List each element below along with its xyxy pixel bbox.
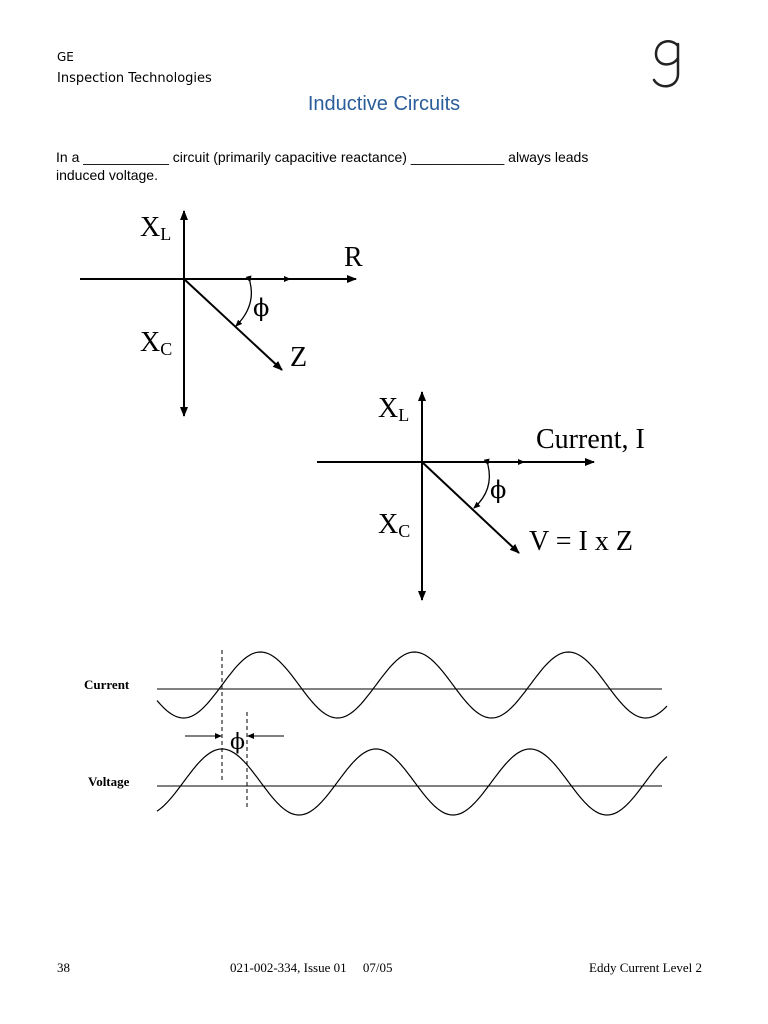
d2-xl-label: XL <box>378 393 409 425</box>
footer-doc-ref: 021-002-334, Issue 01 07/05 <box>230 960 393 975</box>
page-title: Inductive Circuits <box>307 93 461 115</box>
d2-xc-label: XC <box>378 509 410 541</box>
impedance-diagram-1: XL XC R Z ϕ <box>80 210 363 417</box>
footer-course: Eddy Current Level 2 <box>589 960 702 975</box>
d1-z-vector <box>183 278 283 371</box>
voltage-wave <box>156 748 668 816</box>
voltage-wave-label: Voltage <box>88 774 130 789</box>
body-line-2: induced voltage. <box>56 167 158 183</box>
phase-phi-label: ϕ <box>230 730 245 755</box>
d1-phi-label: ϕ <box>253 294 269 322</box>
company-name: GE <box>57 50 74 64</box>
d1-xl-label: XL <box>140 212 171 244</box>
d2-phi-arc <box>473 458 491 509</box>
d1-phi-arc <box>235 275 253 327</box>
body-line-1: In a ___________ circuit (primarily capa… <box>56 149 589 165</box>
ge-logo-icon <box>652 40 680 88</box>
current-wave <box>156 651 668 719</box>
d1-xc-label: XC <box>140 327 172 359</box>
d1-z-label: Z <box>290 342 307 373</box>
d2-v-vector <box>421 461 520 554</box>
d2-voltage-label: V = I x Z <box>529 526 633 557</box>
division-name: Inspection Technologies <box>57 71 212 86</box>
impedance-diagram-2: XL XC Current, I V = I x Z ϕ <box>317 391 645 601</box>
d2-phi-label: ϕ <box>490 476 506 504</box>
d1-r-label: R <box>344 242 363 273</box>
body-paragraph: In a ___________ circuit (primarily capa… <box>56 148 716 184</box>
footer-page-number: 38 <box>57 960 70 975</box>
d2-current-label: Current, I <box>536 424 645 455</box>
current-wave-label: Current <box>84 677 130 692</box>
waveform-diagram: Current Voltage ϕ <box>84 650 668 816</box>
